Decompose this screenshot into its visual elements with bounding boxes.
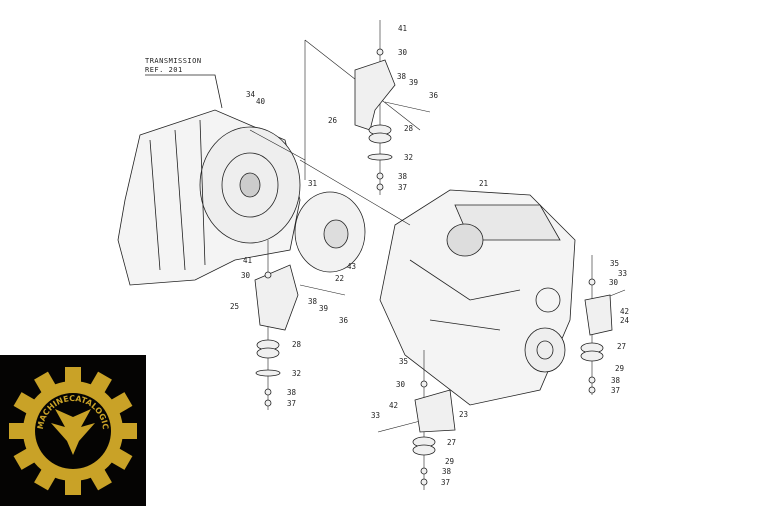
part-callout-23: 23: [459, 410, 469, 419]
part-callout-30: 30: [609, 278, 619, 287]
part-callout-37: 37: [398, 183, 408, 192]
part-callout-21: 21: [479, 179, 489, 188]
part-callout-32: 32: [292, 369, 302, 378]
part-callout-39: 39: [409, 78, 419, 87]
part-callout-37: 37: [441, 478, 451, 487]
flywheel: [294, 191, 366, 273]
engine: [379, 189, 576, 406]
part-callout-22: 22: [335, 274, 345, 283]
part-callout-38: 38: [397, 72, 407, 81]
phoenix-icon: [51, 409, 95, 455]
part-callout-27: 27: [617, 342, 627, 351]
part-callout-41: 41: [398, 24, 408, 33]
gear-logo-icon: MACHINECATALOGIC: [9, 367, 137, 495]
part-callout-42: 42: [620, 307, 630, 316]
part-callout-36: 36: [429, 91, 439, 100]
gear-tooth: [65, 367, 81, 385]
part-callout-26: 26: [328, 116, 338, 125]
part-callout-40: 40: [256, 97, 266, 106]
part-callout-35: 35: [610, 259, 620, 268]
part-callout-38: 38: [442, 467, 452, 476]
part-callout-33: 33: [618, 269, 628, 278]
part-callout-38: 38: [611, 376, 621, 385]
part-callout-29: 29: [615, 364, 625, 373]
part-callout-28: 28: [292, 340, 302, 349]
part-callout-32: 32: [404, 153, 414, 162]
part-callout-27: 27: [447, 438, 457, 447]
part-callout-41: 41: [243, 256, 253, 265]
transmission-reference: TRANSMISSION REF. 201: [145, 57, 202, 75]
part-callout-39: 39: [319, 304, 329, 313]
part-callout-25: 25: [230, 302, 240, 311]
part-callout-30: 30: [396, 380, 406, 389]
gear-tooth: [65, 477, 81, 495]
title-line-1: TRANSMISSION: [145, 57, 202, 65]
part-callout-30: 30: [241, 271, 251, 280]
gear-tooth: [9, 423, 27, 439]
part-callout-34: 34: [246, 90, 256, 99]
part-callout-37: 37: [611, 386, 621, 395]
part-callout-42: 42: [389, 401, 399, 410]
mount-parts: [254, 48, 613, 486]
part-callout-43: 43: [347, 262, 357, 271]
part-callout-35: 35: [399, 357, 409, 366]
machinecatalogic-logo: MACHINECATALOGIC: [0, 355, 146, 506]
part-callout-38: 38: [287, 388, 297, 397]
part-callout-38: 38: [398, 172, 408, 181]
part-callout-28: 28: [404, 124, 414, 133]
title-line-2: REF. 201: [145, 66, 183, 74]
part-callout-29: 29: [445, 457, 455, 466]
part-callout-37: 37: [287, 399, 297, 408]
part-callout-38: 38: [308, 297, 318, 306]
part-callout-33: 33: [371, 411, 381, 420]
part-callout-30: 30: [398, 48, 408, 57]
part-callout-31: 31: [308, 179, 318, 188]
gear-tooth: [119, 423, 137, 439]
part-callout-36: 36: [339, 316, 349, 325]
part-callout-24: 24: [620, 316, 630, 325]
transmission-housing: [117, 74, 301, 286]
